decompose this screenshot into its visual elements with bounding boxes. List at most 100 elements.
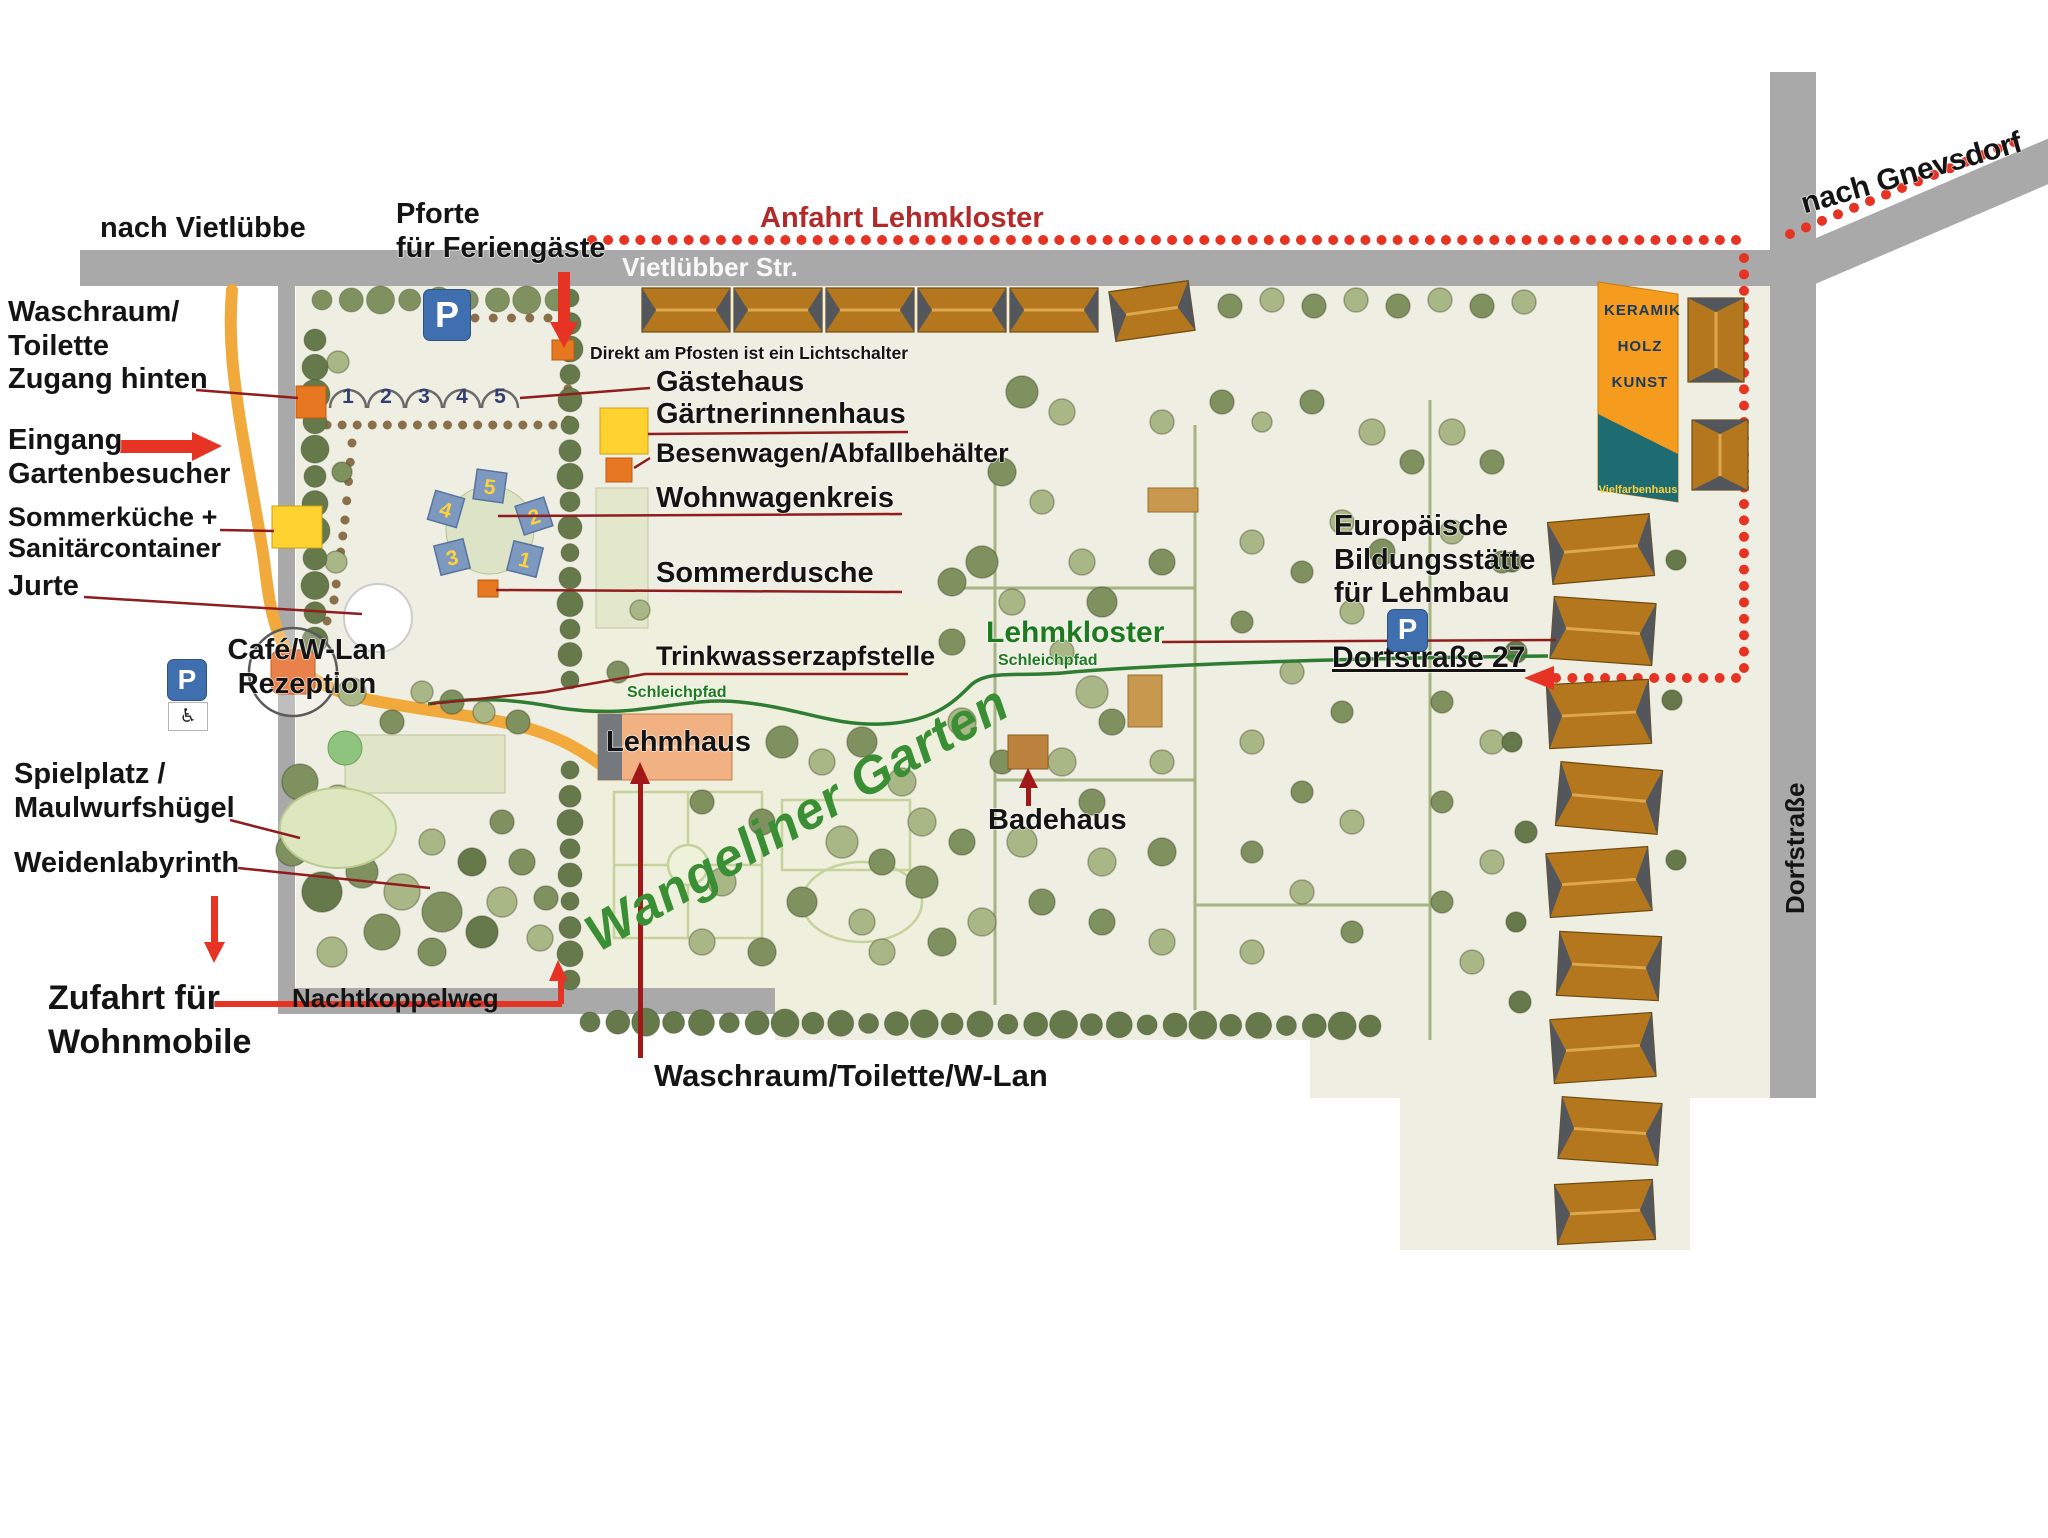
route-dot bbox=[1739, 253, 1749, 263]
hedge-bush-icon bbox=[557, 514, 583, 540]
tree-icon bbox=[324, 550, 348, 574]
route-dot bbox=[543, 313, 553, 323]
sign-keramik: KERAMIK bbox=[1604, 302, 1681, 319]
house-building bbox=[1553, 1178, 1657, 1246]
tree-icon bbox=[526, 924, 554, 952]
hedge-bush-icon bbox=[1275, 1015, 1297, 1037]
badehaus-arrow bbox=[1019, 768, 1038, 806]
tree-icon bbox=[363, 913, 401, 951]
stellplatz-arcs: 1 2 3 4 5 bbox=[328, 385, 520, 409]
route-dot bbox=[1600, 673, 1611, 683]
hedge-bush-icon bbox=[311, 289, 333, 311]
tree-icon bbox=[1469, 293, 1495, 319]
hedge-bush-icon bbox=[770, 1008, 800, 1038]
tree-icon bbox=[1479, 849, 1505, 875]
tree-icon bbox=[1148, 548, 1176, 576]
house-building bbox=[825, 287, 915, 333]
tree-icon bbox=[1479, 729, 1505, 755]
label-jurte: Jurte bbox=[8, 570, 79, 602]
hedge-bush-icon bbox=[560, 891, 580, 911]
waschraum-sued-arrow bbox=[630, 762, 650, 1058]
route-dot bbox=[458, 420, 468, 430]
route-dot bbox=[428, 420, 437, 430]
tree-icon bbox=[533, 885, 559, 911]
label-lehmhaus: Lehmhaus bbox=[606, 726, 752, 758]
tree-icon bbox=[1290, 780, 1314, 804]
house-building bbox=[1546, 513, 1656, 585]
label-lehmkloster: Lehmkloster bbox=[986, 616, 1165, 649]
route-dot bbox=[1473, 235, 1484, 245]
tree-icon bbox=[1047, 747, 1077, 777]
tree-icon bbox=[998, 588, 1026, 616]
hedge-bush-icon bbox=[1049, 1009, 1079, 1039]
label-dorfstrasse: Dorfstraße bbox=[1780, 782, 1810, 914]
tree-icon bbox=[1479, 449, 1505, 475]
hedge-bush-icon bbox=[560, 543, 580, 563]
tree-icon bbox=[808, 748, 836, 776]
tree-icon bbox=[1340, 920, 1364, 944]
route-dot bbox=[1022, 235, 1033, 245]
parking-sign-dorfstrasse: P bbox=[1388, 610, 1427, 651]
route-dot bbox=[1698, 235, 1709, 245]
route-dot bbox=[925, 235, 936, 245]
hedge-bush-icon bbox=[557, 862, 583, 888]
tree-icon bbox=[1399, 449, 1425, 475]
tree-icon bbox=[1358, 418, 1386, 446]
tree-icon bbox=[1005, 375, 1039, 409]
hedge-bush-icon bbox=[579, 1011, 601, 1033]
tree-icon bbox=[927, 927, 957, 957]
route-dot bbox=[1344, 235, 1355, 245]
route-dot bbox=[337, 420, 347, 430]
hedge-bush-icon bbox=[909, 1009, 939, 1039]
tree-icon bbox=[689, 789, 715, 815]
tree-icon bbox=[967, 907, 997, 937]
shed-building-2 bbox=[1127, 674, 1163, 728]
sign-holz: HOLZ bbox=[1617, 338, 1663, 355]
house-building bbox=[1555, 930, 1663, 1002]
route-dot bbox=[1118, 235, 1129, 245]
tree-icon bbox=[1330, 700, 1354, 724]
tree-icon bbox=[825, 825, 859, 859]
route-dot bbox=[1731, 235, 1741, 245]
darkred-arrows bbox=[630, 762, 1038, 1058]
tree-icon bbox=[868, 938, 896, 966]
hedge-bush-icon bbox=[631, 1007, 661, 1037]
houses-layer bbox=[641, 279, 1749, 1246]
hedge-bush-icon bbox=[1301, 1013, 1327, 1039]
house-building bbox=[1549, 595, 1657, 667]
route-dot bbox=[1682, 235, 1693, 245]
hedge-bush-icon bbox=[1079, 1013, 1103, 1037]
tree-icon bbox=[1343, 287, 1369, 313]
house-building bbox=[1687, 297, 1745, 383]
route-dot bbox=[443, 420, 453, 430]
hedge-bush-icon bbox=[556, 462, 584, 490]
label-weidenlabyrinth: Weidenlabyrinth bbox=[14, 847, 240, 879]
label-schleichpfad-ost: Schleichpfad bbox=[998, 652, 1098, 669]
tree-icon bbox=[1438, 418, 1466, 446]
jurte-circle bbox=[343, 583, 413, 653]
route-dot bbox=[893, 235, 904, 245]
house-building bbox=[1545, 678, 1653, 750]
route-dot bbox=[1993, 143, 2003, 154]
route-dot bbox=[1698, 673, 1709, 683]
tree-icon bbox=[1430, 790, 1454, 814]
route-dot bbox=[1521, 235, 1532, 245]
route-dot bbox=[1739, 646, 1749, 657]
hedge-bush-icon bbox=[302, 545, 328, 571]
route-dot bbox=[1945, 163, 1955, 174]
stellplatz-number: 3 bbox=[418, 385, 430, 408]
route-dot bbox=[1817, 215, 1827, 226]
route-dot bbox=[470, 313, 480, 323]
route-dot bbox=[651, 235, 662, 245]
field-boundaries bbox=[940, 400, 1432, 1040]
tree-icon bbox=[688, 928, 716, 956]
hedge-bush-icon bbox=[558, 784, 582, 808]
route-dot bbox=[1739, 285, 1749, 296]
route-dot bbox=[1897, 183, 1907, 193]
route-dot bbox=[1666, 235, 1677, 245]
stellplatz-number: 5 bbox=[494, 385, 506, 408]
hedge-bush-icon bbox=[1136, 1014, 1158, 1036]
house-building bbox=[641, 287, 731, 333]
sommerkueche-building bbox=[271, 505, 323, 549]
route-dot bbox=[1569, 235, 1580, 245]
